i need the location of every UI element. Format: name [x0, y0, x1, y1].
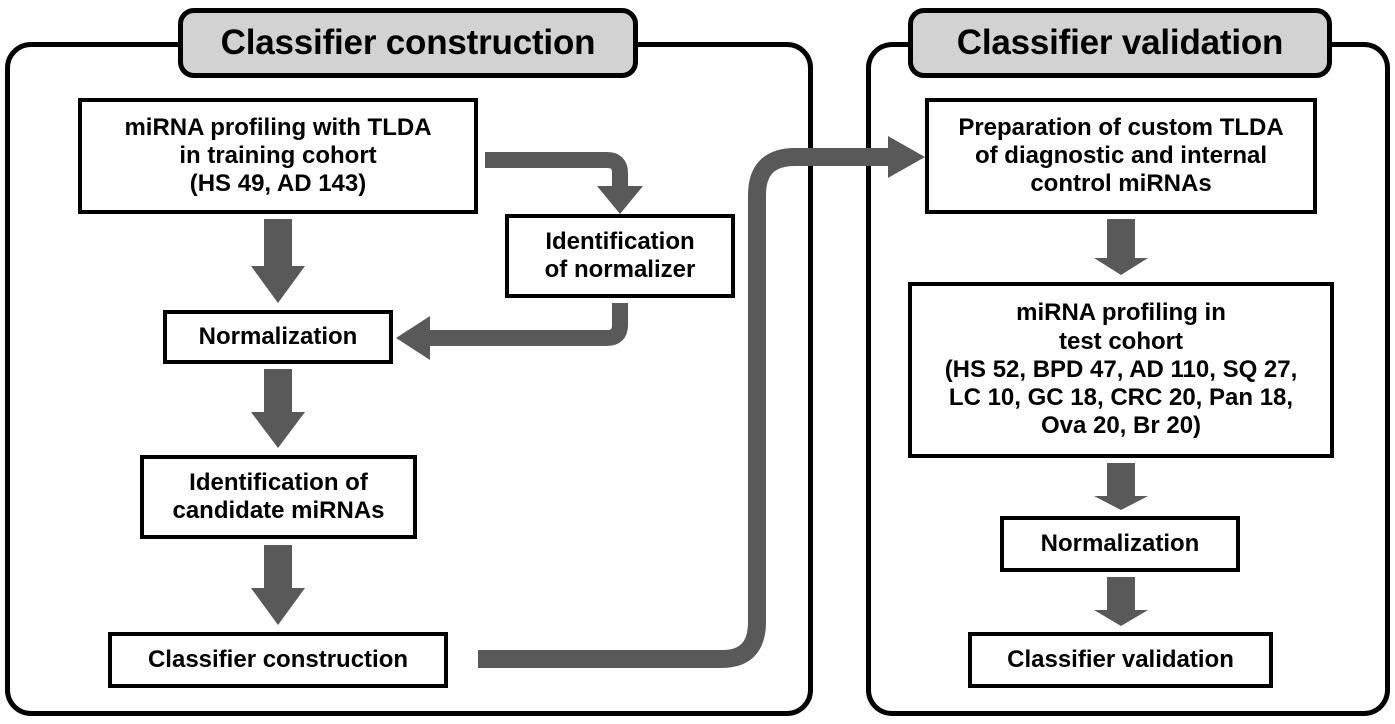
node-label: Normalization	[1033, 530, 1208, 558]
panel-title-text: Classifier validation	[956, 23, 1284, 62]
node-label-line: Classifier validation	[1007, 645, 1234, 673]
node-label-line: Normalization	[198, 322, 358, 350]
node-classifier-construction: Classifier construction	[108, 632, 448, 688]
panel-title-text: Classifier construction	[220, 23, 596, 62]
node-normalization-right: Normalization	[1000, 516, 1240, 572]
panel-title-classifier-validation: Classifier validation	[908, 8, 1332, 78]
node-label-line: test cohort	[1058, 327, 1183, 355]
node-label: Classifier validation	[999, 646, 1242, 674]
node-label-line: miRNA profiling with TLDA	[124, 113, 432, 141]
node-label: Classifier construction	[140, 646, 416, 674]
node-label-line: candidate miRNAs	[172, 497, 385, 524]
node-label-line: miRNA profiling in	[1016, 299, 1226, 327]
node-label-line: in training cohort	[179, 141, 377, 169]
node-normalization-left: Normalization	[163, 310, 393, 364]
node-label-line: of diagnostic and internal	[974, 141, 1267, 169]
node-label-line: Classifier construction	[147, 645, 409, 673]
node-label-line: (HS 52, BPD 47, AD 110, SQ 27,	[944, 355, 1298, 383]
node-label-line: control miRNAs	[1030, 170, 1212, 198]
node-label-line: LC 10, GC 18, CRC 20, Pan 18,	[948, 384, 1294, 412]
node-label-line: (HS 49, AD 143)	[189, 170, 367, 198]
node-label-line: Preparation of custom TLDA	[958, 113, 1284, 141]
node-label: Normalization	[191, 323, 366, 351]
node-label-line: Normalization	[1040, 529, 1200, 557]
node-label-line: Identification	[545, 227, 695, 255]
panel-title-classifier-construction: Classifier construction	[178, 8, 638, 78]
node-label-line: Identification of	[189, 468, 368, 496]
node-label-line: of normalizer	[544, 256, 696, 283]
node-classifier-validation: Classifier validation	[968, 632, 1273, 688]
node-label-line: Ova 20, Br 20)	[1040, 412, 1202, 440]
